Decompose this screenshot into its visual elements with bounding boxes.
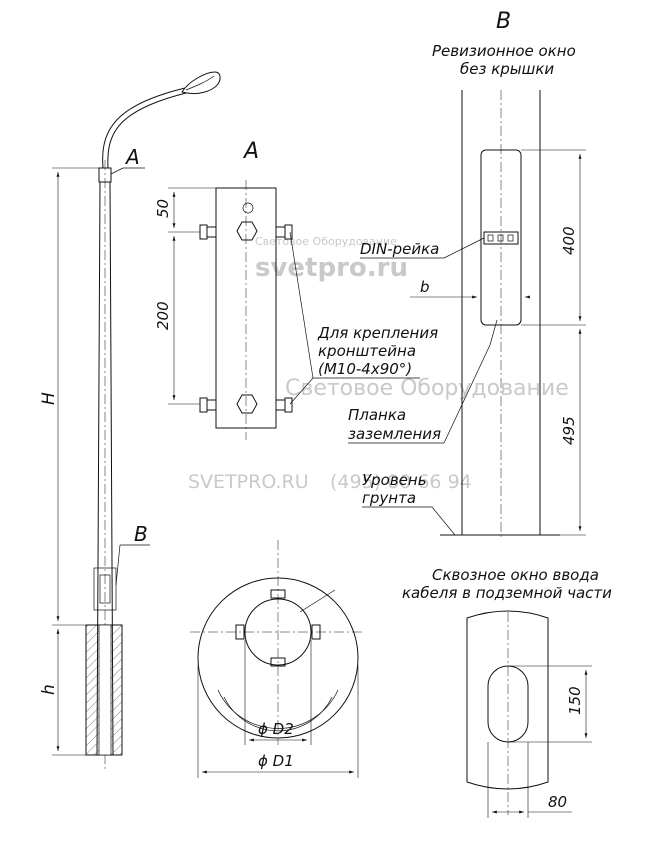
dim-50: 50 <box>154 199 172 218</box>
bolt-right-bottom <box>275 397 293 413</box>
note-line-2: кронштейна <box>318 342 416 360</box>
din-label: DIN-рейка <box>360 240 439 258</box>
dim-150: 150 <box>566 686 584 715</box>
bolt-left-top <box>199 224 217 240</box>
cable-window-view: Сквозное окно ввода кабеля в подземной ч… <box>402 566 612 818</box>
bolt-bottom <box>270 657 286 667</box>
section-view: ϕ D2 ϕ D1 <box>190 540 365 778</box>
dim-d1: ϕ D1 <box>258 752 294 770</box>
watermark: Световое Оборудование svetpro.ru Светово… <box>188 235 569 493</box>
note-line-3: (М10-4х90°) <box>318 360 412 378</box>
label-a: A <box>124 145 140 169</box>
ground-level-2: грунта <box>362 489 416 507</box>
dim-495: 495 <box>560 416 578 445</box>
detail-a-view: A 50 200 <box>154 139 438 440</box>
watermark-site-caps: SVETPRO.RU <box>188 471 309 493</box>
window-title-2: без крышки <box>460 60 554 78</box>
dim-b: b <box>420 278 430 296</box>
dim-h: h <box>39 684 59 695</box>
grounding-1: Планка <box>348 406 406 424</box>
inspection-window <box>99 574 111 604</box>
pole-view: A B H h <box>39 71 221 770</box>
label-b: B <box>134 522 148 546</box>
detail-a-title: A <box>242 139 259 164</box>
bolt-right-top <box>275 224 293 240</box>
dim-400: 400 <box>560 226 578 255</box>
hex-nut-bottom <box>236 394 258 414</box>
cable-title-2: кабеля в подземной части <box>402 584 612 602</box>
note-line-1: Для крепления <box>317 324 438 342</box>
window-title-1: Ревизионное окно <box>432 42 576 60</box>
dim-80: 80 <box>548 793 567 811</box>
hex-nut-top <box>236 221 258 241</box>
dim-200: 200 <box>154 301 172 330</box>
detail-b-view: B Ревизионное окно без крышки DIN-рейка … <box>348 9 586 540</box>
bolt-left-bottom <box>199 397 217 413</box>
bolt-top <box>270 589 286 599</box>
underground-pipe <box>466 610 549 790</box>
watermark-brand-top: Световое Оборудование <box>255 235 397 248</box>
inspection-opening <box>480 149 522 326</box>
cable-title-1: Сквозное окно ввода <box>432 566 599 584</box>
bolt-left <box>235 624 245 640</box>
detail-b-title: B <box>496 9 511 34</box>
ground-level-1: Уровень <box>362 471 427 489</box>
bracket-arm <box>102 87 186 169</box>
watermark-brand: Световое Оборудование <box>285 376 569 401</box>
dim-H: H <box>39 392 59 405</box>
luminaire-head <box>181 71 221 95</box>
bolt-right <box>311 624 321 640</box>
watermark-phone: (495) 00 66 94 <box>330 471 472 493</box>
grounding-2: заземления <box>348 425 441 443</box>
dim-d2: ϕ D2 <box>258 720 294 738</box>
small-hole <box>242 202 254 214</box>
